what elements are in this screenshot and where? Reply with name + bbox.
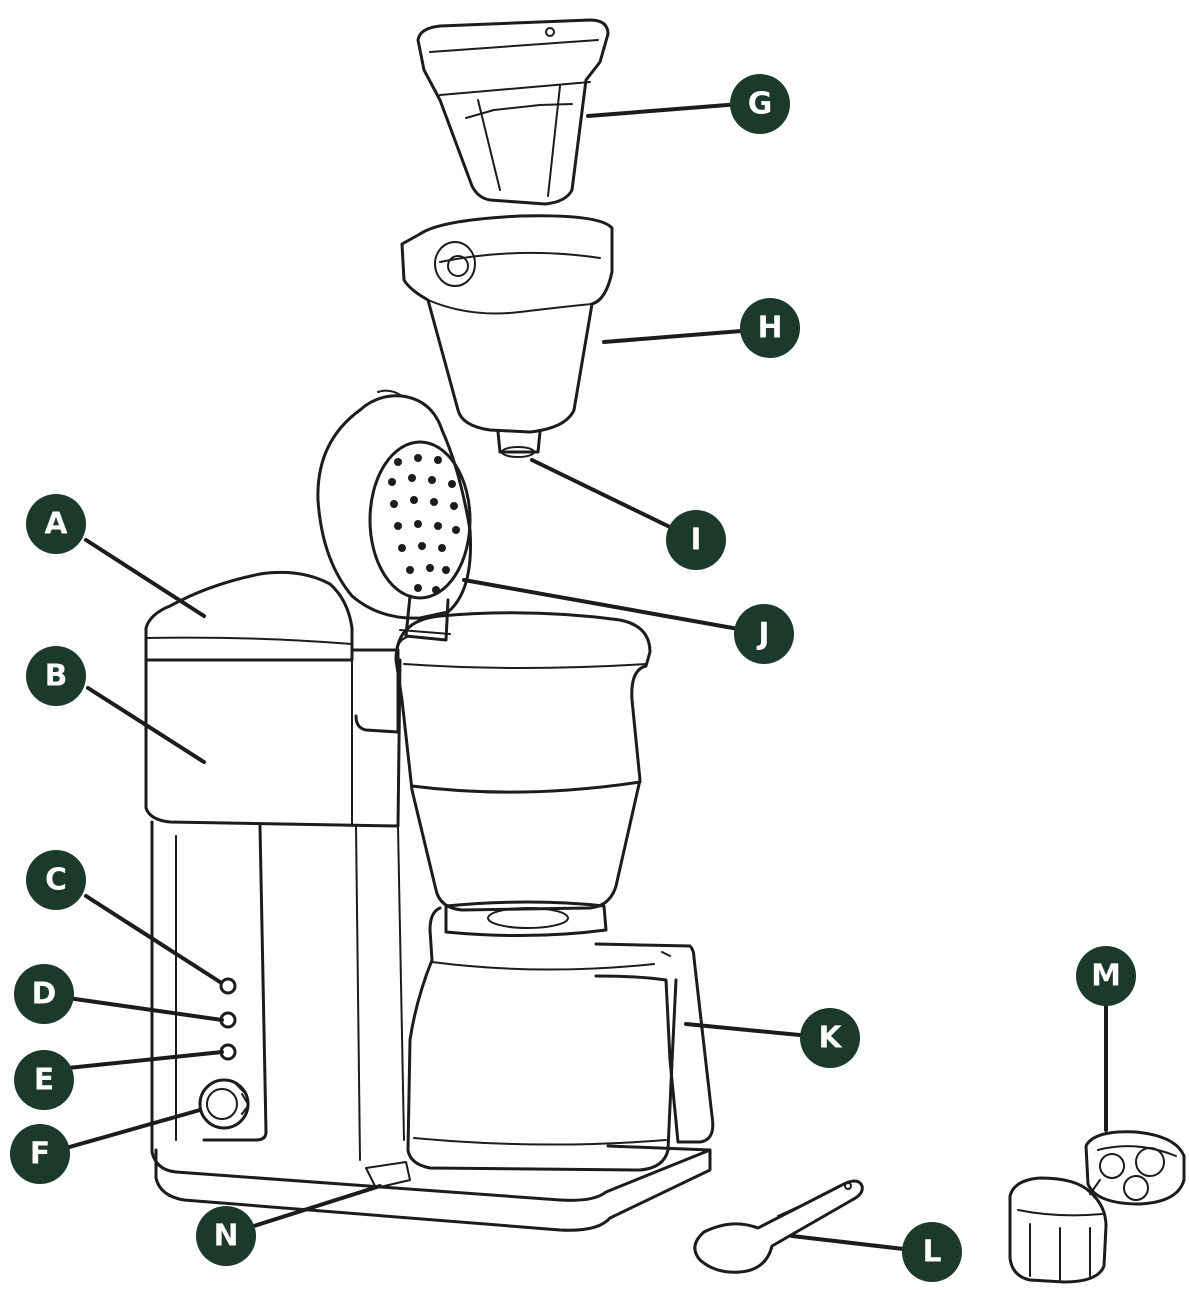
measuring-scoop [693,1179,864,1274]
leader-lines [64,102,1108,1252]
label-b-text: B [45,659,68,694]
label-k-badge: K [800,1008,860,1068]
brew-chamber [394,611,652,912]
label-i-badge: I [666,510,726,570]
filter-basket [400,214,614,458]
label-c-text: C [45,863,67,898]
label-i-text: I [690,523,701,558]
label-g-text: G [748,87,773,122]
label-g-badge: G [730,74,790,134]
label-h-text: H [757,311,782,346]
label-f-badge: F [10,1124,70,1184]
label-h-badge: H [740,298,800,358]
label-j-text: J [756,617,769,652]
label-a-text: A [44,507,68,542]
label-e-badge: E [14,1050,74,1110]
label-k-text: K [818,1021,843,1056]
label-n-text: N [213,1219,238,1254]
pod-adapter [1008,1130,1186,1284]
lid-shower-head [316,389,472,642]
label-f-text: F [30,1137,51,1172]
permanent-filter [416,18,610,206]
label-l-badge: L [902,1222,962,1282]
base-plate [154,1144,712,1232]
shower-holes [388,454,460,594]
machine-body [144,570,405,1174]
label-a-badge: A [26,494,86,554]
button-c [219,977,237,995]
label-b-badge: B [26,646,86,706]
label-e-text: E [34,1063,55,1098]
label-j-badge: J [734,604,794,664]
label-m-text: M [1091,959,1121,994]
label-d-badge: D [14,964,74,1024]
label-n-badge: N [196,1206,256,1266]
label-c-badge: C [26,850,86,910]
label-l-text: L [922,1235,941,1270]
label-d-text: D [32,977,57,1012]
carafe [406,900,715,1172]
label-m-badge: M [1076,946,1136,1006]
